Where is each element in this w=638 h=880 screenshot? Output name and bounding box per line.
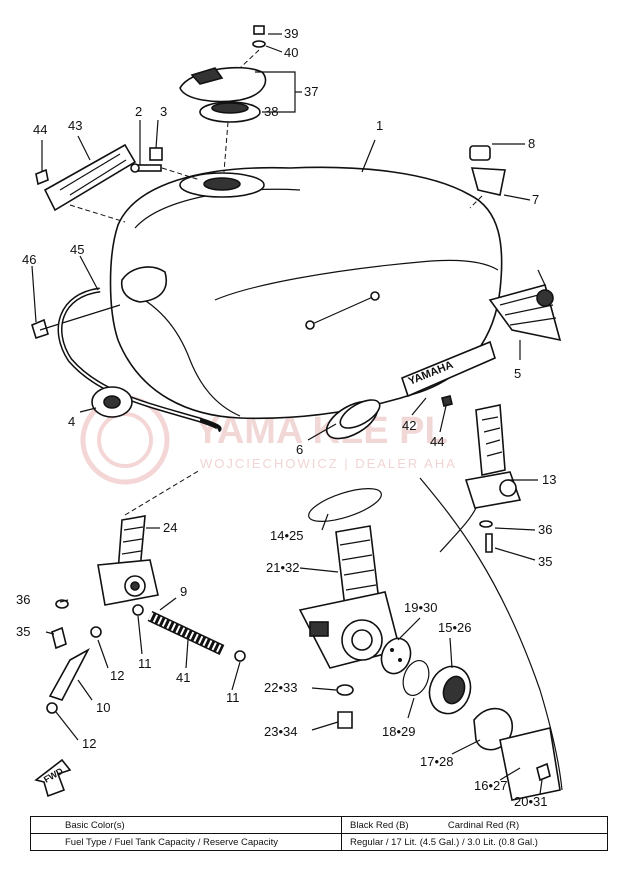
washer-36b	[479, 520, 493, 528]
callout-12-top: 12	[110, 668, 124, 683]
o-ring-14	[308, 488, 382, 522]
callout-6: 6	[296, 442, 303, 457]
o-ring-18	[402, 659, 430, 697]
callout-8: 8	[528, 136, 535, 151]
specification-table: Basic Color(s) Black Red (B) Cardinal Re…	[30, 816, 608, 851]
callout-43: 43	[68, 118, 82, 133]
callout-14-25: 14•25	[270, 528, 303, 543]
callout-19-30: 19•30	[404, 600, 437, 615]
callout-39: 39	[284, 26, 298, 41]
callout-40: 40	[284, 45, 298, 60]
diaphragm-15	[428, 665, 472, 715]
callout-35-right: 35	[538, 554, 552, 569]
callout-11-right: 11	[226, 690, 240, 705]
washer-36a	[55, 599, 69, 609]
grommet-6	[325, 399, 381, 440]
callout-42: 42	[402, 418, 416, 433]
callout-23-34: 23•34	[264, 724, 297, 739]
callout-37: 37	[304, 84, 318, 99]
callout-35-left: 35	[16, 624, 30, 639]
callout-24: 24	[163, 520, 177, 535]
cushion-4	[91, 386, 133, 418]
callout-2: 2	[135, 104, 142, 119]
table-row: Basic Color(s) Black Red (B) Cardinal Re…	[30, 816, 608, 834]
callout-9: 9	[180, 584, 187, 599]
callout-36-left: 36	[16, 592, 30, 607]
fuel-pipe-10	[48, 648, 90, 701]
callout-13: 13	[542, 472, 556, 487]
callout-16-27: 16•27	[474, 778, 507, 793]
callout-22-33: 22•33	[264, 680, 297, 695]
damper	[31, 318, 49, 340]
rubber-plate	[35, 143, 137, 212]
table-row: Fuel Type / Fuel Tank Capacity / Reserve…	[30, 833, 608, 851]
forward-arrow-icon: FWD	[34, 758, 72, 798]
bolt-23	[337, 711, 353, 729]
clip-12b	[46, 702, 58, 714]
fuel-spec-value: Regular / 17 Lit. (4.5 Gal.) / 3.0 Lit. …	[341, 833, 608, 851]
washer-22	[336, 684, 354, 696]
color-black-red: Black Red (B)	[350, 819, 409, 831]
watermark-dealer: WOJCIECHOWICZ | DEALER AHA	[200, 456, 457, 471]
color-cardinal-red: Cardinal Red (R)	[447, 819, 520, 831]
callout-44-top: 44	[33, 122, 47, 137]
cap-bolt	[252, 25, 266, 48]
callout-20-31: 20•31	[514, 794, 547, 809]
callout-12-bottom: 12	[82, 736, 96, 751]
fuel-cock-13	[464, 404, 522, 509]
callout-4: 4	[68, 414, 75, 429]
lever-plate-19	[380, 637, 412, 675]
mount-bolt	[130, 147, 163, 173]
fuel-cock-assembly	[298, 525, 401, 669]
fuel-hose-41	[147, 611, 225, 655]
callout-labels: 39 40 37 38 1 2 3 43 44 8 7 46 45 5 4 42…	[16, 26, 556, 809]
clip-11a	[132, 604, 144, 616]
rear-damper-pad	[488, 284, 562, 342]
callout-36-right: 36	[538, 522, 552, 537]
screw-20	[536, 762, 551, 782]
callout-21-32: 21•32	[266, 560, 299, 575]
color-cell: Black Red (B) Cardinal Red (R)	[341, 816, 608, 834]
callout-46: 46	[22, 252, 36, 267]
callout-5: 5	[514, 366, 521, 381]
leader-lines	[31, 33, 546, 795]
callout-18-29: 18•29	[382, 724, 415, 739]
cover-16	[499, 727, 561, 801]
emblem-screw	[441, 395, 453, 407]
callout-15-26: 15•26	[438, 620, 471, 635]
callout-38: 38	[264, 104, 278, 119]
dealer-watermark: YAMA KLE PL WOJCIECHOWICZ | DEALER AHA	[80, 395, 457, 485]
callout-45: 45	[70, 242, 84, 257]
fuel-cap	[179, 66, 267, 123]
callout-7: 7	[532, 192, 539, 207]
rear-bracket	[469, 145, 506, 196]
fuel-cock-24	[97, 515, 159, 606]
callout-3: 3	[160, 104, 167, 119]
screw-35b	[485, 533, 493, 553]
clip-11b	[234, 650, 246, 662]
screw-35a	[51, 626, 67, 650]
basic-color-label: Basic Color(s)	[30, 816, 342, 834]
callout-41: 41	[176, 670, 190, 685]
fuel-spec-label: Fuel Type / Fuel Tank Capacity / Reserve…	[30, 833, 342, 851]
callout-44-mid: 44	[430, 434, 444, 449]
clip-12a	[90, 626, 102, 638]
fuel-tank	[109, 166, 503, 420]
callout-10: 10	[96, 700, 110, 715]
callout-17-28: 17•28	[420, 754, 453, 769]
callout-1: 1	[376, 118, 383, 133]
callout-11-left: 11	[138, 656, 152, 671]
